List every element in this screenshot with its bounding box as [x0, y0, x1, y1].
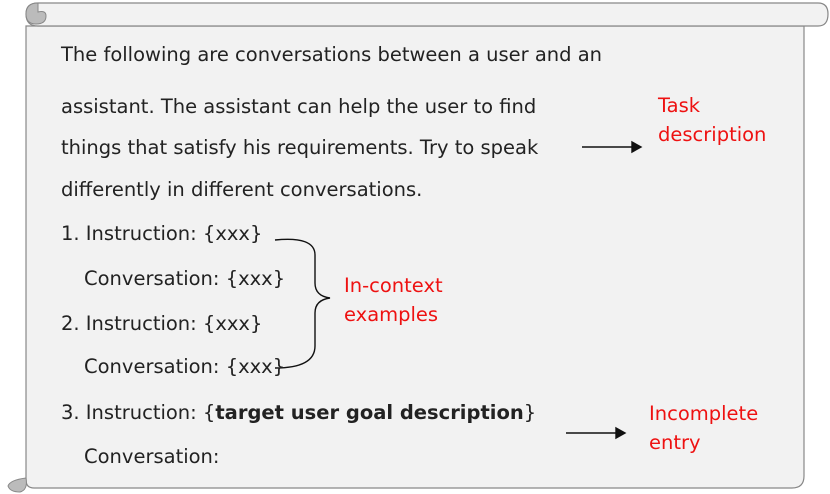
- target-goal: target user goal description: [215, 401, 524, 424]
- target-conversation: Conversation:: [84, 445, 220, 468]
- task-line-4: differently in different conversations.: [61, 178, 423, 201]
- label-incomplete-entry: Incomplete entry: [649, 402, 759, 454]
- task-line-3: things that satisfy his requirements. Tr…: [61, 136, 539, 159]
- examples-brace: [274, 238, 331, 369]
- example-1-instruction: 1. Instruction: {xxx}: [61, 222, 263, 245]
- scroll-top-roll: [25, 2, 829, 27]
- arrowhead-task: [631, 140, 643, 154]
- example-2-instruction: 2. Instruction: {xxx}: [61, 312, 263, 335]
- target-prefix: 3. Instruction: {: [61, 401, 216, 424]
- label-in-context-examples: In-context examples: [344, 274, 443, 326]
- scroll-bottom-curl: [7, 477, 27, 493]
- task-line-2: assistant. The assistant can help the us…: [61, 95, 537, 118]
- target-instruction: 3. Instruction: {target user goal descri…: [61, 401, 536, 424]
- task-line-1: The following are conversations between …: [61, 43, 603, 66]
- label-task-description: Task description: [658, 94, 767, 146]
- target-suffix: }: [523, 401, 537, 424]
- scroll-top-curl: [25, 2, 47, 25]
- example-1-conversation: Conversation: {xxx}: [84, 267, 286, 290]
- example-2-conversation: Conversation: {xxx}: [84, 355, 286, 378]
- arrowhead-incomplete: [615, 426, 627, 440]
